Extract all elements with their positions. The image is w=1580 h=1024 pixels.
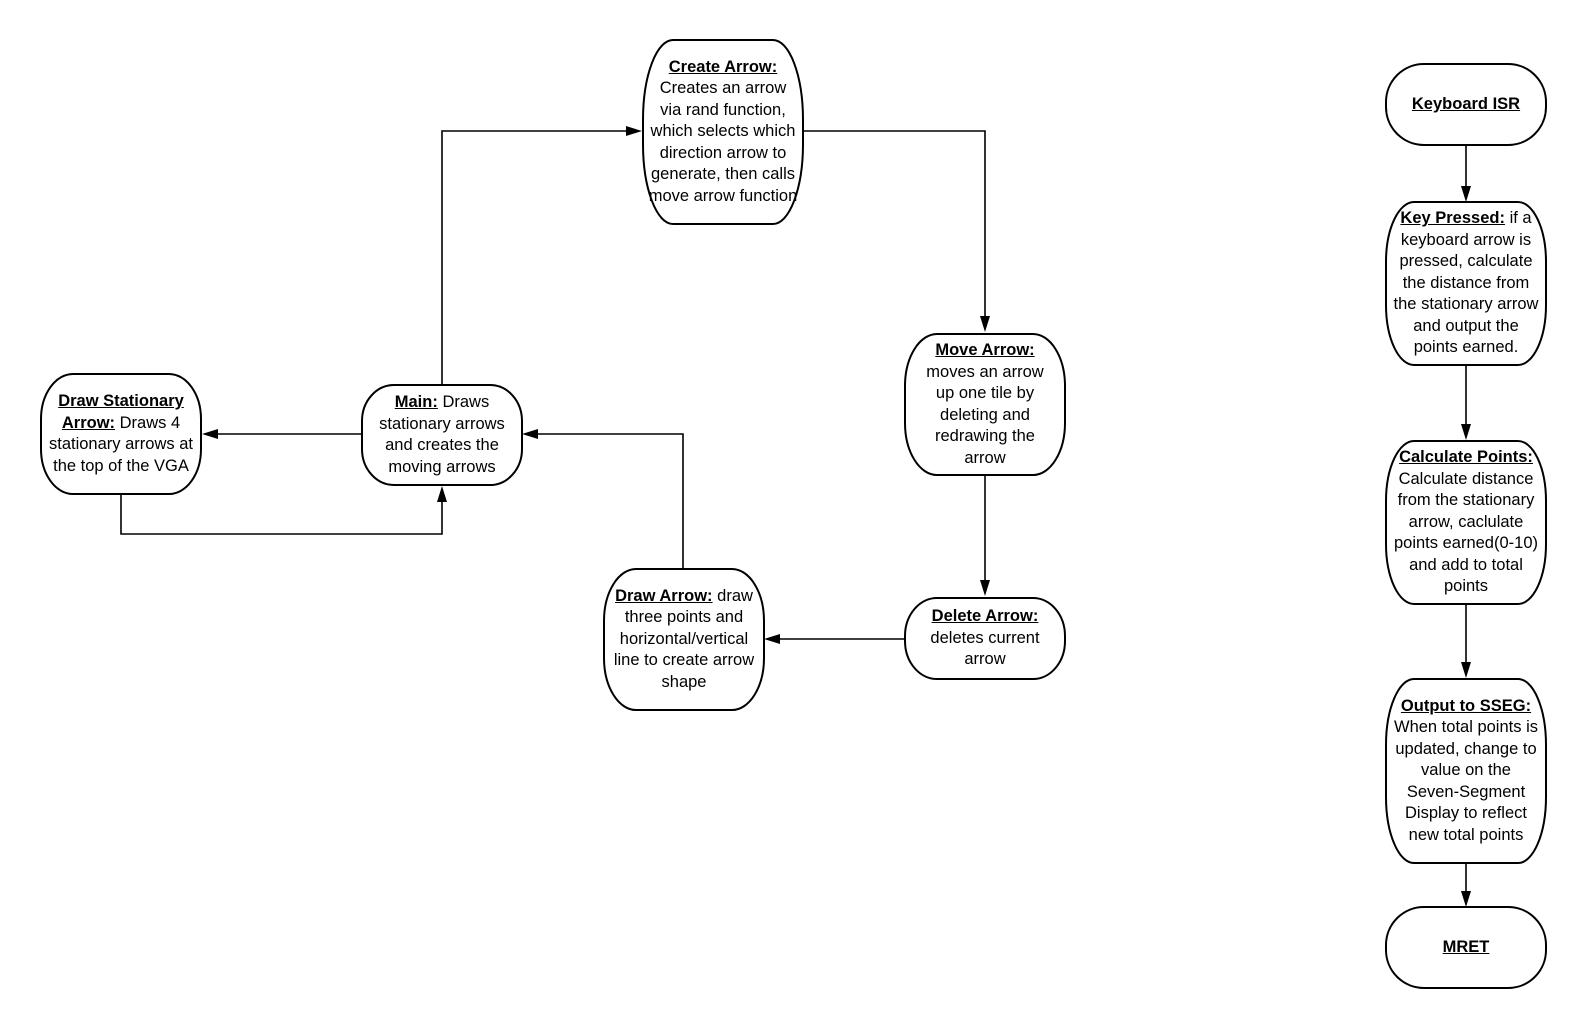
delete-arrow-shape [904,597,1066,680]
delete-arrow-node: Delete Arrow: deletes current arrow [905,598,1065,679]
calculate-points-body: Calculate distance from the stationary a… [1393,469,1538,596]
edges [120,126,1471,907]
edge-draw-stationary-to-main [120,494,443,535]
arrowhead-main-in-right [522,429,538,439]
move-arrow-body: moves an arrow up one tile by deleting a… [926,362,1044,467]
draw-stationary-arrow-title: Draw Stationary Arrow: [58,392,184,432]
key-pressed-body: if a keyboard arrow is pressed, calculat… [1393,209,1539,357]
draw-arrow-body: draw three points and horizontal/vertica… [613,586,755,691]
calculate-points-title: Calculate Points: [1399,448,1533,467]
draw-stationary-arrow-node: Draw Stationary Arrow: Draws 4 stationar… [41,374,201,494]
move-arrow-node: Move Arrow: moves an arrow up one tile b… [905,334,1065,475]
arrowhead-delete-arrow-in [980,580,990,596]
arrowhead-key-pressed-in [1461,186,1471,202]
key-pressed-shape [1385,201,1547,366]
move-arrow-title: Move Arrow: [935,341,1035,359]
mret-shape [1385,906,1547,989]
arrowhead-mret-in [1461,891,1471,907]
output-to-sseg-body: When total points is updated, change to … [1394,718,1538,844]
mret-node: MRET [1386,907,1546,988]
draw-arrow-shape [603,568,765,711]
node-shapes [40,39,1547,989]
main-shape [361,384,523,486]
create-arrow-node: Create Arrow: Creates an arrow via rand … [643,40,803,224]
create-arrow-title: Create Arrow: [668,57,778,76]
calculate-points-node: Calculate Points: Calculate distance fro… [1386,441,1546,604]
main-title: Main: [394,393,438,411]
edge-draw-arrow-to-main [538,433,684,569]
mret-title: MRET [1442,937,1490,956]
key-pressed-title: Key Pressed: [1400,209,1505,228]
arrowhead-move-arrow-in [980,316,990,332]
edge-main-to-create-arrow [441,130,626,384]
arrowhead-draw-arrow-in [764,634,780,644]
output-to-sseg-node: Output to SSEG: When total points is upd… [1386,679,1546,863]
calculate-points-shape [1385,440,1547,605]
move-arrow-shape [904,333,1066,476]
output-to-sseg-shape [1385,678,1547,864]
arrowhead-calculate-points-in [1461,424,1471,440]
arrowhead-output-in [1461,662,1471,678]
delete-arrow-body: deletes current arrow [930,628,1040,669]
arrowhead-draw-stationary-in [202,429,218,439]
arrowhead-create-arrow-in [626,126,642,136]
draw-arrow-title: Draw Arrow: [615,586,713,605]
keyboard-isr-node: Keyboard ISR [1386,64,1546,145]
main-body: Draws stationary arrows and creates the … [379,393,505,476]
keyboard-isr-title: Keyboard ISR [1411,94,1521,113]
draw-stationary-arrow-shape [40,373,202,495]
create-arrow-shape [642,39,804,225]
key-pressed-node: Key Pressed: if a keyboard arrow is pres… [1386,202,1546,365]
draw-stationary-arrow-body: Draws 4 stationary arrows at the top of … [49,413,193,475]
main-node: Main: Draws stationary arrows and create… [362,385,522,485]
arrowhead-main-in-bottom [437,486,447,502]
draw-arrow-node: Draw Arrow: draw three points and horizo… [604,569,764,710]
output-to-sseg-title: Output to SSEG: [1400,696,1532,715]
edge-create-arrow-to-move-arrow [803,130,986,316]
create-arrow-body: Creates an arrow via rand function, whic… [648,79,798,205]
delete-arrow-title: Delete Arrow: [931,607,1039,626]
keyboard-isr-shape [1385,63,1547,146]
